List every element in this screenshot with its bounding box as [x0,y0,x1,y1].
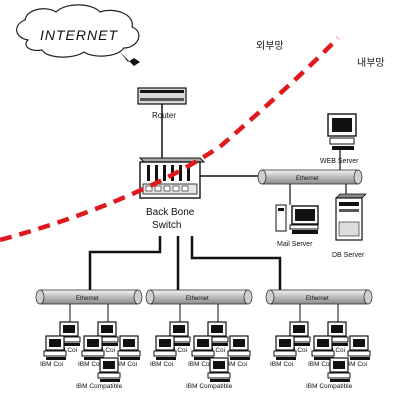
router-icon [137,87,187,105]
switch-label-line2: Switch [152,220,181,231]
pc-icon [273,335,297,361]
pc-icon [43,335,67,361]
pc-label: IBM Coi [150,361,173,368]
lightning-icon [120,52,158,74]
pc-label: IBM Compatible [76,383,123,390]
pc-icon [153,335,177,361]
router-label: Router [152,111,176,120]
pc-icon [327,357,351,383]
lan-ethernet-label: Ethernet [186,296,209,302]
pc-icon [207,357,231,383]
pc-label: IBM Compatible [186,383,233,390]
pc-icon [227,335,251,361]
pc-label: IBM Coi [114,361,137,368]
lan-ethernet-label: Ethernet [76,296,99,302]
pc-icon [117,335,141,361]
pc-icon [311,335,335,361]
server-ethernet-segment [257,169,363,185]
firewall-boundary-line [0,36,340,243]
pc-label: IBM Coi [188,361,211,368]
mail-server-icon [275,204,319,234]
pc-label: IBM Compatible [306,383,353,390]
switch-label-line1: Back Bone [146,207,195,218]
pc-label: IBM Coi [308,361,331,368]
pc-label: IBM Coi [344,361,367,368]
web-server-icon [327,113,357,150]
pc-icon [347,335,371,361]
pc-icon [191,335,215,361]
pc-label: IBM Coi [78,361,101,368]
web-server-label: WEB Server [320,158,359,165]
pc-label: IBM Coi [40,361,63,368]
pc-icon [97,357,121,383]
internet-cloud: INTERNET [16,4,140,58]
backbone-lan-cables [88,236,282,290]
internet-label: INTERNET [40,27,118,43]
server-ethernet-label: Ethernet [296,176,319,182]
pc-label: IBM Coi [224,361,247,368]
pc-icon [81,335,105,361]
db-server-label: DB Server [332,252,365,259]
lan-ethernet-segment: Ethernet [145,289,253,305]
db-server-icon [335,193,367,241]
backbone-switch-icon [138,157,206,199]
mail-server-label: Mail Server [277,241,313,248]
pc-label: IBM Coi [270,361,293,368]
zone-inside-label: 내부망 [357,57,385,69]
zone-outside-label: 외부망 [256,40,284,52]
lan-ethernet-label: Ethernet [306,296,329,302]
lan-ethernet-segments: Ethernet Ethernet Ethernet [35,289,373,305]
lan-ethernet-segment: Ethernet [265,289,373,305]
lan-ethernet-segment: Ethernet [35,289,143,305]
